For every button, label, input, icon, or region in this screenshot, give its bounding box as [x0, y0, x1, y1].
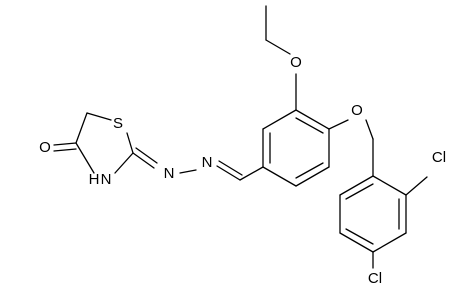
- bond-n-ch-double-b: [218, 160, 243, 176]
- atom-s-ring: S: [113, 115, 123, 132]
- bond-ring1-e: [295, 166, 330, 187]
- atom-o-benzyloxy: O: [351, 102, 363, 119]
- ethoxy-group: [265, 5, 297, 111]
- bond-ch-ring: [239, 166, 264, 181]
- bond-ring2-a: [372, 175, 407, 196]
- bond-n3-c4: [75, 142, 95, 174]
- dichlorophenyl-ring: [339, 175, 428, 269]
- bond-o-ch2: [265, 39, 291, 55]
- bond-c4-c5: [75, 112, 88, 144]
- bond-o-ch2-benzyl: [365, 119, 374, 140]
- thiazolidinone-ring: [75, 112, 134, 174]
- bond-ring2-f: [339, 175, 374, 196]
- bond-ring1-f: [262, 166, 297, 187]
- atom-n-hydrazone-2: N: [202, 154, 213, 171]
- atom-n-ring: N: [101, 171, 112, 188]
- atom-cl-ortho: Cl: [432, 149, 446, 166]
- atom-o-ethoxy: O: [290, 54, 302, 71]
- bond-ring2-d: [339, 232, 374, 253]
- bond-c4-o-double-a: [53, 142, 77, 146]
- bond-c5-s1: [86, 112, 112, 121]
- bond-ring2-d-inner: [345, 228, 374, 245]
- bond-ring1-e-inner: [295, 162, 324, 179]
- bond-ring1-c: [295, 109, 330, 130]
- bond-ring2-f-inner: [345, 183, 374, 200]
- bond-ring1-c-inner: [295, 117, 324, 134]
- central-benzene-ring: [262, 109, 330, 187]
- bond-ring2-cl-ortho: [405, 176, 428, 196]
- atom-n-hydrazone-1: N: [164, 165, 175, 182]
- bond-n-ch-double-a: [216, 165, 241, 181]
- bond-ring2-c: [372, 232, 407, 253]
- bond-s1-c2: [126, 132, 134, 154]
- hydrazone-linker: [132, 147, 264, 181]
- atom-o-carbonyl: O: [39, 139, 51, 156]
- bond-ring1-b: [262, 109, 297, 130]
- bond-c2-n-double-b: [135, 147, 158, 164]
- bond-c2-n-double-a: [132, 152, 155, 169]
- bond-n-n: [179, 169, 197, 174]
- benzyloxy-linker: [328, 119, 374, 177]
- bond-c4-o-double-b: [53, 148, 77, 152]
- atom-h-ring: H: [89, 171, 100, 188]
- bond-c2-n3: [114, 152, 134, 174]
- bond-ring-o-benzyloxy: [328, 119, 349, 130]
- atom-cl-para: Cl: [368, 270, 382, 287]
